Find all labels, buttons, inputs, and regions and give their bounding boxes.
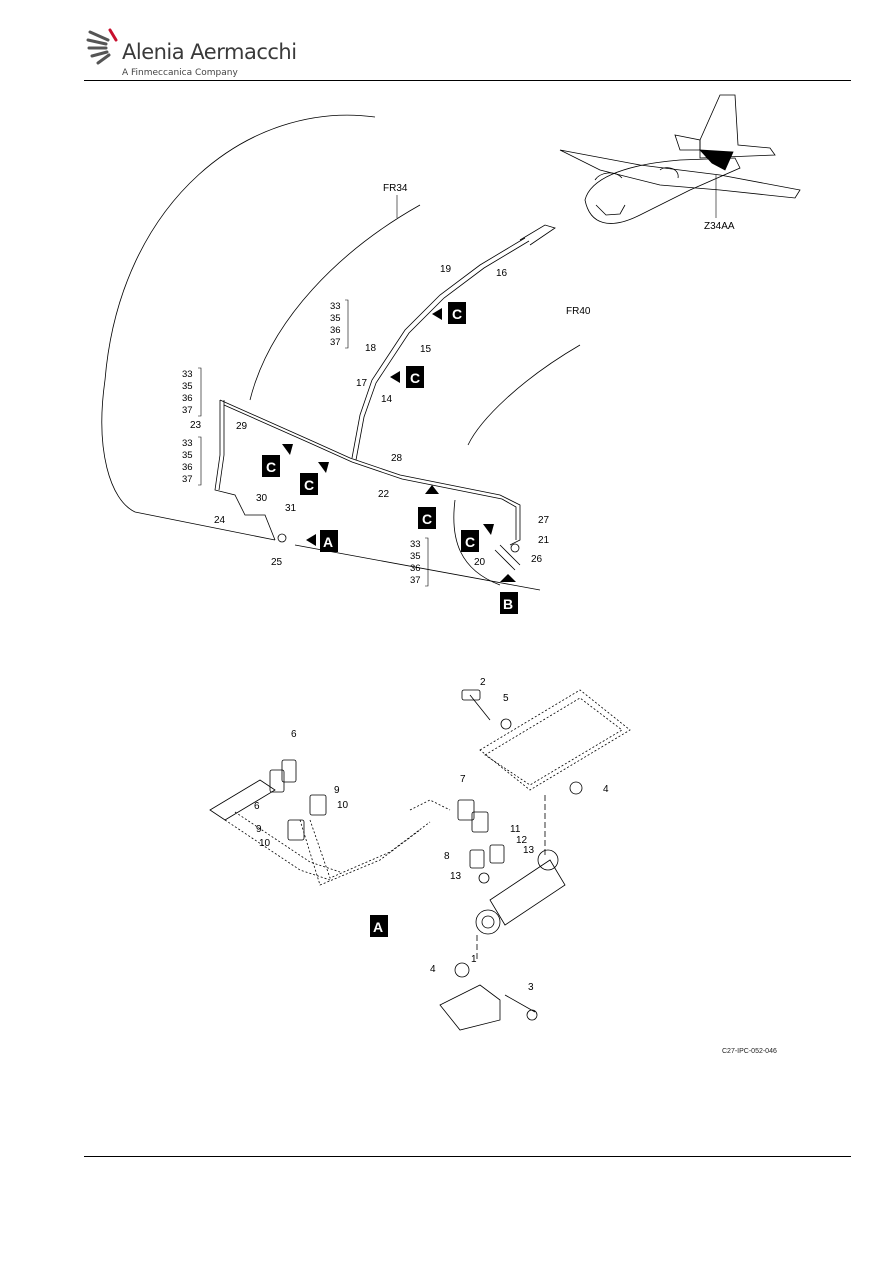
footer-rule <box>84 1156 851 1157</box>
svg-text:22: 22 <box>378 489 390 500</box>
lower-callout-labels: 2 5 4 6 6 7 9 10 9 10 11 12 13 8 13 1 4 … <box>254 677 609 993</box>
svg-text:33: 33 <box>182 438 193 449</box>
svg-text:29: 29 <box>236 421 248 432</box>
svg-text:13: 13 <box>450 871 462 882</box>
svg-text:A: A <box>373 919 383 935</box>
svg-text:37: 37 <box>182 405 193 416</box>
svg-text:4: 4 <box>603 784 609 795</box>
svg-text:23: 23 <box>190 420 202 431</box>
svg-text:C: C <box>452 306 462 322</box>
svg-text:19: 19 <box>440 264 452 275</box>
svg-text:20: 20 <box>474 557 486 568</box>
svg-text:37: 37 <box>410 575 421 586</box>
svg-text:6: 6 <box>254 801 260 812</box>
svg-text:12: 12 <box>516 835 528 846</box>
svg-text:Z34AA: Z34AA <box>704 221 735 232</box>
company-name: Alenia Aermacchi <box>122 40 297 64</box>
callout-group-4: 33 35 36 37 <box>410 537 429 587</box>
header-rule <box>84 80 851 81</box>
svg-text:26: 26 <box>531 554 543 565</box>
svg-text:21: 21 <box>538 535 550 546</box>
svg-text:36: 36 <box>330 325 341 336</box>
svg-text:16: 16 <box>496 268 508 279</box>
svg-text:9: 9 <box>256 824 262 835</box>
svg-text:35: 35 <box>182 381 193 392</box>
svg-text:35: 35 <box>330 313 341 324</box>
svg-text:6: 6 <box>291 729 297 740</box>
svg-text:17: 17 <box>356 378 368 389</box>
svg-text:C: C <box>422 511 432 527</box>
svg-text:25: 25 <box>271 557 283 568</box>
svg-text:35: 35 <box>410 551 421 562</box>
company-logo-icon <box>86 26 120 71</box>
svg-text:8: 8 <box>444 851 450 862</box>
upper-callout-labels: Z34AA FR34 FR40 19 16 18 15 17 14 23 29 … <box>182 175 735 587</box>
svg-text:1: 1 <box>471 954 477 965</box>
view-label-boxes: C C C C C C A B A <box>262 302 518 937</box>
svg-text:28: 28 <box>391 453 403 464</box>
svg-text:3: 3 <box>528 982 534 993</box>
svg-text:14: 14 <box>381 394 393 405</box>
aircraft-icon <box>559 94 801 224</box>
svg-text:9: 9 <box>334 785 340 796</box>
callout-group-1: 33 35 36 37 <box>330 299 349 349</box>
svg-text:18: 18 <box>365 343 377 354</box>
svg-text:FR40: FR40 <box>566 306 591 317</box>
svg-text:C: C <box>410 370 420 386</box>
svg-text:37: 37 <box>182 474 193 485</box>
svg-text:35: 35 <box>182 450 193 461</box>
svg-text:11: 11 <box>510 824 521 835</box>
svg-text:10: 10 <box>259 838 271 849</box>
svg-text:37: 37 <box>330 337 341 348</box>
svg-text:10: 10 <box>337 800 349 811</box>
svg-text:27: 27 <box>538 515 550 526</box>
svg-text:13: 13 <box>523 845 535 856</box>
svg-text:C: C <box>465 534 475 550</box>
svg-text:33: 33 <box>182 369 193 380</box>
svg-text:A: A <box>323 534 333 550</box>
svg-text:31: 31 <box>285 503 297 514</box>
svg-text:30: 30 <box>256 493 268 504</box>
figure-reference: C27-IPC-052-046 <box>722 1048 777 1055</box>
svg-text:7: 7 <box>460 774 466 785</box>
svg-text:5: 5 <box>503 693 509 704</box>
svg-text:B: B <box>503 596 513 612</box>
svg-text:33: 33 <box>330 301 341 312</box>
view-arrow-icons <box>282 308 516 582</box>
svg-text:FR34: FR34 <box>383 183 408 194</box>
svg-text:2: 2 <box>480 677 486 688</box>
detail-view-a <box>209 689 631 1031</box>
svg-text:4: 4 <box>430 964 436 975</box>
svg-text:C: C <box>304 477 314 493</box>
svg-text:24: 24 <box>214 515 226 526</box>
callout-group-2: 33 35 36 37 <box>182 367 202 417</box>
callout-group-3: 33 35 36 37 <box>182 436 202 486</box>
svg-text:36: 36 <box>182 462 193 473</box>
svg-text:15: 15 <box>420 344 432 355</box>
company-subtitle: A Finmeccanica Company <box>122 68 238 78</box>
svg-text:C: C <box>266 459 276 475</box>
svg-text:36: 36 <box>410 563 421 574</box>
svg-text:36: 36 <box>182 393 193 404</box>
svg-text:33: 33 <box>410 539 421 550</box>
